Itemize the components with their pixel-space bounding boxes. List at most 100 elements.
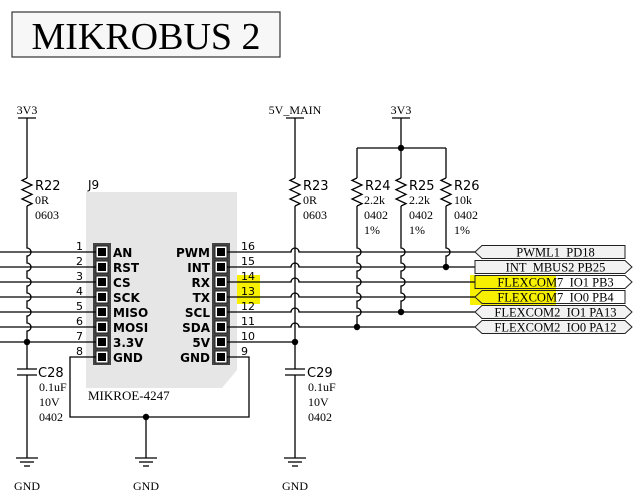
right-pin-wire xyxy=(227,262,475,268)
pin-pad-center xyxy=(98,293,106,301)
r24-value: 2.2k xyxy=(364,193,385,207)
net-label-part2: PD18 xyxy=(566,246,594,260)
pin-number: 9 xyxy=(241,345,248,358)
pin-number: 13 xyxy=(241,285,255,298)
power-label-3v3-left: 3V3 xyxy=(17,103,38,117)
pin-name: MISO xyxy=(113,306,148,320)
net-label: FLEXCOM7 IO0 PB4 xyxy=(474,290,626,305)
r24-resistor xyxy=(350,177,364,207)
net-label-part2: IO0 PB4 xyxy=(570,291,615,305)
r24-ref: R24 xyxy=(365,179,391,194)
r26-value: 10k xyxy=(454,193,472,207)
pin-pad-center xyxy=(217,248,225,256)
r25-ref: R25 xyxy=(409,179,435,194)
net-label-part2: MBUS2 PB25 xyxy=(533,261,606,275)
pin-pad-center xyxy=(217,323,225,331)
c28-voltage: 10V xyxy=(39,395,60,409)
pin-name: 3.3V xyxy=(113,336,144,350)
pin-pad-center xyxy=(98,278,106,286)
pin-name: TX xyxy=(193,291,211,305)
pin-9: 9 GND xyxy=(180,345,248,365)
power-5v-main: 5V_MAIN xyxy=(269,103,322,119)
net-label-text: INT MBUS2 PB25 xyxy=(506,261,606,275)
pin-name: CS xyxy=(113,276,131,290)
r25-labels: R25 2.2k 0402 1% xyxy=(409,179,435,237)
pin-pad-center xyxy=(217,308,225,316)
gnd-label-right: GND xyxy=(282,479,308,493)
pin-name: 5V xyxy=(192,336,210,350)
pin-name: GND xyxy=(180,351,210,365)
wires xyxy=(0,118,475,467)
r22-labels: R22 0R 0603 xyxy=(35,179,61,222)
r25-value: 2.2k xyxy=(409,193,430,207)
r26-ref: R26 xyxy=(454,179,480,194)
gnd-label-left: GND xyxy=(14,479,40,493)
net-label-text: FLEXCOM2 IO1 PA13 xyxy=(494,306,616,320)
title-box xyxy=(11,11,281,58)
title-block: MIKROBUS 2 xyxy=(11,11,281,58)
pin-pad-center xyxy=(98,338,106,346)
r24-labels: R24 2.2k 0402 1% xyxy=(364,179,391,237)
pin-pad-center xyxy=(217,338,225,346)
gnd-loop-wire xyxy=(69,356,250,418)
r23-value: 0R xyxy=(303,193,317,207)
net-label-part1: FLEXCOM2 xyxy=(494,306,560,320)
connector-body xyxy=(86,192,237,388)
net-label-part1: FLEXCOM7 xyxy=(497,276,563,290)
net-label-shape xyxy=(474,290,626,304)
net-label-text: PWML1 PD18 xyxy=(516,246,594,260)
net-label-shape xyxy=(474,320,633,334)
right-pin-wire xyxy=(227,247,475,253)
pin-pad-center xyxy=(98,248,106,256)
pin-13: 13 TX xyxy=(193,285,255,305)
power-label-3v3-right: 3V3 xyxy=(391,103,412,117)
net-label: PWML1 PD18 xyxy=(474,245,626,260)
pin-number: 3 xyxy=(76,270,83,283)
pin-number: 11 xyxy=(241,315,255,328)
r23-package: 0603 xyxy=(303,208,327,222)
c29-ref: C29 xyxy=(307,366,333,381)
net-label-part1: FLEXCOM7 xyxy=(497,291,563,305)
c29-labels: C29 0.1uF 10V 0402 xyxy=(307,366,336,424)
net-label-part1: FLEXCOM2 xyxy=(494,321,560,335)
r25-package: 0402 xyxy=(409,208,433,222)
pin-number: 6 xyxy=(76,315,83,328)
net-label-part2: IO1 PA13 xyxy=(567,306,617,320)
r26-tolerance: 1% xyxy=(454,223,470,237)
power-label-5v-main: 5V_MAIN xyxy=(269,103,322,117)
pin-number: 1 xyxy=(76,240,83,253)
net-label-shape xyxy=(474,245,626,259)
r22-ref: R22 xyxy=(35,179,61,194)
pullup-wire xyxy=(445,206,451,267)
c28-ref: C28 xyxy=(38,366,64,381)
net-label-shape xyxy=(474,305,633,319)
pin-name: RST xyxy=(113,261,140,275)
c28-value: 0.1uF xyxy=(39,380,67,394)
net-label: FLEXCOM7 IO1 PB3 xyxy=(474,275,633,290)
pin-number: 8 xyxy=(76,345,83,358)
r23-resistor xyxy=(288,177,302,207)
net-label: FLEXCOM2 IO1 PA13 xyxy=(474,305,633,320)
r26-resistor xyxy=(439,177,453,207)
left-rail-wire xyxy=(26,206,32,342)
power-3v3-right: 3V3 xyxy=(391,103,412,119)
net-label: FLEXCOM2 IO0 PA12 xyxy=(474,320,633,335)
net-label-part2: IO1 PB3 xyxy=(570,276,614,290)
net-label-part2: IO0 PA12 xyxy=(567,321,617,335)
r24-package: 0402 xyxy=(364,208,388,222)
net-label-part1: INT xyxy=(506,261,527,275)
pin-number: 2 xyxy=(76,255,83,268)
power-3v3-left: 3V3 xyxy=(17,103,38,119)
c29-voltage: 10V xyxy=(308,395,329,409)
pin-number: 5 xyxy=(76,300,83,313)
pin-pad-center xyxy=(98,263,106,271)
r22-value: 0R xyxy=(35,193,49,207)
